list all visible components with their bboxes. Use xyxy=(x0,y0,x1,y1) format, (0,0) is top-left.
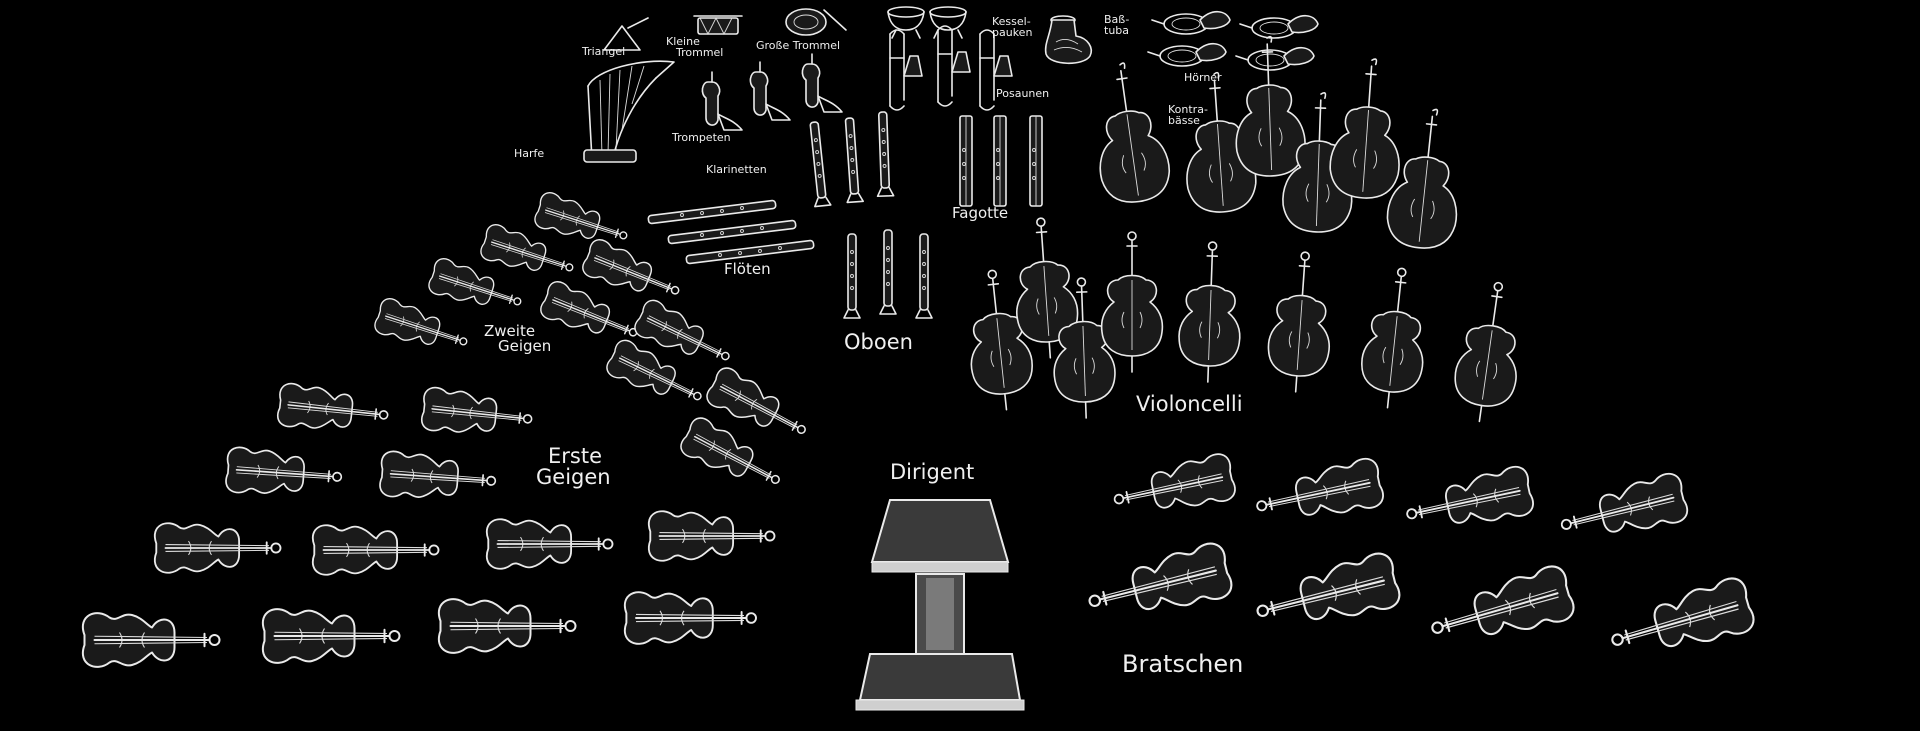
tuba-icon xyxy=(1044,15,1092,65)
oboe-icon xyxy=(843,229,933,319)
double-bass-icon xyxy=(1085,34,1469,253)
clarinet-icon xyxy=(805,110,895,208)
timpani-icon xyxy=(887,6,967,39)
bass-drum-icon xyxy=(785,8,847,36)
label-violoncelli: Violoncelli xyxy=(1136,392,1243,416)
label-floeten: Flöten xyxy=(724,260,771,278)
label-oboen: Oboen xyxy=(844,330,913,354)
label-triangel: Triangel xyxy=(582,45,626,58)
label-grosse-trommel: Große Trommel xyxy=(756,39,841,52)
label-hoerner: Hörner xyxy=(1184,71,1222,84)
triangle-icon xyxy=(603,17,649,51)
label-basstuba: Baß-tuba xyxy=(1104,13,1130,38)
horn-icon xyxy=(1147,10,1319,71)
label-fagotte: Fagotte xyxy=(952,204,1009,222)
label-bratschen: Bratschen xyxy=(1122,650,1244,678)
label-klarinetten: Klarinetten xyxy=(706,163,767,176)
label-posaunen: Posaunen xyxy=(996,87,1050,100)
label-harfe: Harfe xyxy=(514,147,545,160)
label-dirigent: Dirigent xyxy=(890,460,975,484)
label-kontrabaesse: Kontra-bässe xyxy=(1168,103,1208,128)
violin-icon xyxy=(81,381,776,668)
viola-icon xyxy=(1081,450,1758,670)
cello-icon xyxy=(960,215,1530,427)
trumpet-icon xyxy=(701,53,843,131)
flute-icon xyxy=(647,199,815,265)
label-kesselpauken: Kessel-pauken xyxy=(992,15,1033,40)
snare-drum-icon xyxy=(693,15,743,36)
conductor-podium-icon xyxy=(855,499,1025,711)
bassoon-icon xyxy=(959,115,1043,207)
harp-icon xyxy=(583,60,675,163)
label-trompeten: Trompeten xyxy=(672,131,731,144)
